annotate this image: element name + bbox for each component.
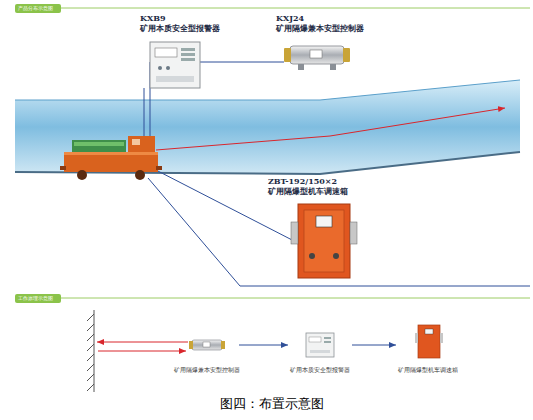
section-tag — [15, 4, 61, 13]
section-tag — [15, 294, 61, 303]
wall — [87, 310, 94, 392]
speed-box — [291, 204, 357, 278]
leader-lines — [144, 62, 530, 286]
model-number: ZBT-192/150×2 — [268, 176, 337, 186]
model-number: KXJ24 — [276, 13, 304, 23]
process-box: 矿用隔爆型机车调速箱 — [396, 322, 460, 374]
model-number: KXB9 — [140, 13, 166, 23]
process-box: 矿用本质安全型报警器 — [288, 330, 352, 374]
device-name: 矿用隔爆型机车调速箱 — [268, 186, 348, 196]
device-name: 矿用隔爆型机车调速箱 — [398, 367, 458, 374]
alarm-panel — [150, 42, 200, 88]
figure-caption: 图四：布置示意图 — [220, 396, 324, 412]
section-label: 工作原理示意图 — [18, 294, 53, 302]
controller — [189, 340, 225, 350]
tunnel-edge — [15, 80, 520, 100]
flow-arrow — [352, 345, 396, 346]
process-box: 矿用隔爆兼本安型控制器 — [175, 330, 239, 374]
controller — [284, 46, 350, 70]
flow-arrow — [239, 345, 288, 346]
section-label: 产品分布示意图 — [18, 4, 53, 12]
signal-arrow — [98, 351, 186, 352]
alarm-panel — [306, 333, 334, 357]
tunnel — [15, 80, 520, 174]
signal-arrow — [156, 108, 505, 150]
device-name: 矿用隔爆兼本安型控制器 — [276, 23, 364, 33]
signal-arrow — [97, 342, 188, 343]
device-name: 矿用隔爆兼本安型控制器 — [174, 367, 240, 374]
section-rule — [15, 8, 530, 9]
device-callout: ZBT-192/150×2矿用隔爆型机车调速箱 — [268, 176, 364, 280]
device-callout: KXJ24矿用隔爆兼本安型控制器 — [276, 13, 374, 73]
locomotive — [60, 136, 162, 180]
rail — [15, 152, 520, 174]
speed-box — [415, 325, 443, 358]
section-rule — [15, 298, 530, 299]
device-callout: KXB9矿用本质安全型报警器 — [140, 13, 228, 90]
device-name: 矿用本质安全型报警器 — [140, 23, 220, 33]
device-name: 矿用本质安全型报警器 — [290, 367, 350, 374]
